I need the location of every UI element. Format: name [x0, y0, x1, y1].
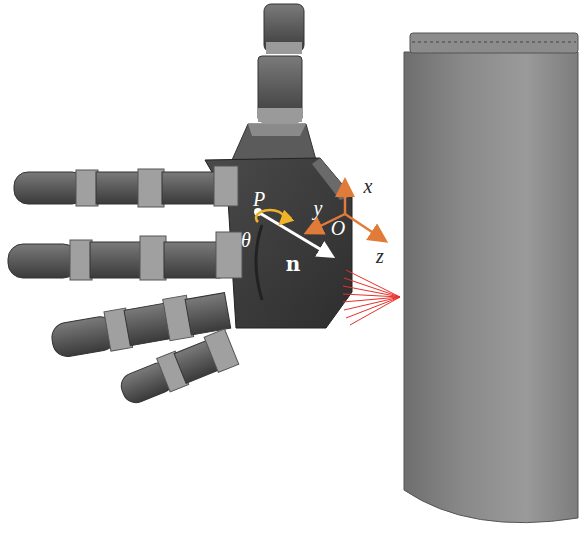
thumb-joint — [258, 108, 302, 122]
thumb-base — [232, 124, 316, 160]
finger-tip — [8, 244, 78, 278]
axis-label: y — [314, 198, 323, 218]
rim-edge — [412, 42, 576, 43]
axis-label: P — [253, 189, 265, 209]
finger-tip — [14, 172, 86, 204]
finger-segment — [164, 242, 220, 278]
x-axis — [344, 182, 347, 214]
thumb-segment — [258, 56, 302, 122]
palm — [205, 158, 352, 328]
ray — [346, 297, 400, 318]
finger-segment — [90, 242, 148, 278]
thumb-joint — [266, 42, 302, 54]
cylinder-rim — [410, 33, 578, 53]
ray — [350, 297, 400, 325]
ray — [343, 294, 400, 297]
sensor-rays — [343, 270, 400, 325]
z-axis — [345, 214, 384, 240]
finger-joint — [216, 232, 242, 278]
normal-vector — [258, 212, 330, 255]
palm-groove — [256, 225, 262, 300]
ray — [343, 286, 400, 297]
axis-label: θ — [241, 230, 251, 250]
axis-label: x — [364, 176, 373, 196]
rotation-arrow — [256, 210, 284, 222]
finger-joint — [138, 169, 164, 207]
finger-joint — [204, 329, 239, 372]
finger-joint — [70, 240, 92, 280]
ray — [344, 278, 400, 297]
axis-label: z — [376, 246, 384, 266]
finger-joint — [76, 170, 98, 206]
finger-joint — [214, 166, 238, 206]
finger-joint — [140, 236, 166, 280]
axis-label: O — [331, 218, 345, 238]
thumb-base-face — [248, 124, 306, 136]
cylinder-body — [404, 52, 578, 523]
finger-segment — [162, 172, 218, 204]
finger-segment — [185, 293, 231, 335]
ray — [346, 270, 400, 297]
axis-label: n — [286, 254, 301, 274]
